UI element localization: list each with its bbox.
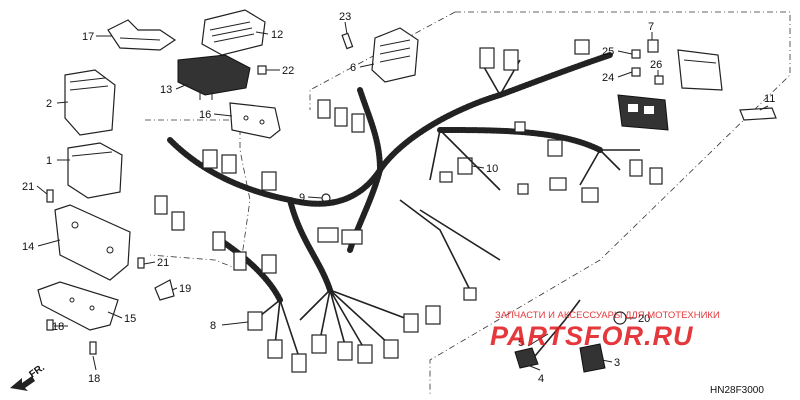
part-12-ecu	[201, 9, 266, 56]
part-19-clip	[154, 279, 175, 301]
drawing-code: HN28F3000	[710, 385, 764, 396]
callout-11: 11	[764, 93, 775, 105]
callout-23: 23	[339, 11, 351, 23]
part-6-relay-box	[371, 27, 419, 83]
callout-25: 25	[602, 46, 614, 58]
part-25-connector	[631, 49, 641, 59]
part-relay-panel	[617, 94, 669, 131]
callout-18a: 18	[52, 321, 64, 333]
part-3-switch	[579, 343, 606, 373]
callout-9: 9	[299, 192, 305, 204]
part-4-sensor	[514, 299, 581, 369]
part-bolts	[46, 32, 627, 355]
callout-18b: 18	[88, 373, 100, 385]
part-13-module	[177, 54, 251, 100]
callout-2: 2	[46, 98, 52, 110]
callout-21a: 21	[22, 181, 34, 193]
callout-6: 6	[350, 62, 356, 74]
watermark: ЗАПЧАСТИ И АКСЕССУАРЫ ДЛЯ МОТОТЕХНИКИ PA…	[490, 310, 720, 351]
part-1-unit	[67, 142, 123, 199]
part-17-cover	[107, 19, 177, 51]
harness-connectors	[154, 39, 663, 373]
callout-10: 10	[486, 163, 498, 175]
callout-14: 14	[22, 241, 34, 253]
leader-lines	[36, 21, 769, 371]
callout-19: 19	[179, 283, 191, 295]
callout-12: 12	[271, 29, 283, 41]
callout-4: 4	[538, 373, 544, 385]
callout-20: 20	[638, 313, 650, 325]
front-arrow-icon	[10, 376, 35, 391]
callout-5: 5	[518, 337, 524, 349]
callout-8: 8	[210, 320, 216, 332]
callout-7: 7	[648, 21, 654, 33]
callout-21b: 21	[157, 257, 169, 269]
part-fuse-box	[677, 49, 723, 91]
part-14-plate	[54, 204, 131, 281]
callout-16: 16	[199, 109, 211, 121]
front-direction-indicator: FR.	[10, 362, 47, 391]
main-wire-harness	[167, 52, 640, 361]
part-2-unit	[64, 69, 116, 136]
part-24-connector	[631, 67, 641, 77]
callout-26: 26	[650, 59, 662, 71]
part-26-connector	[654, 75, 664, 85]
callout-3: 3	[614, 357, 620, 369]
callout-17: 17	[82, 31, 94, 43]
callout-13: 13	[160, 84, 172, 96]
watermark-tagline: ЗАПЧАСТИ И АКСЕССУАРЫ ДЛЯ МОТОТЕХНИКИ	[495, 310, 720, 321]
callout-22: 22	[282, 65, 294, 77]
part-16-bracket	[229, 102, 281, 139]
part-11-label-sheet	[739, 107, 777, 121]
callout-24: 24	[602, 72, 614, 84]
part-7-connector	[647, 39, 659, 53]
part-15-cover	[37, 281, 119, 331]
callout-1: 1	[46, 155, 52, 167]
callout-15: 15	[124, 313, 136, 325]
watermark-brand: PARTSFOR.RU	[490, 321, 694, 351]
